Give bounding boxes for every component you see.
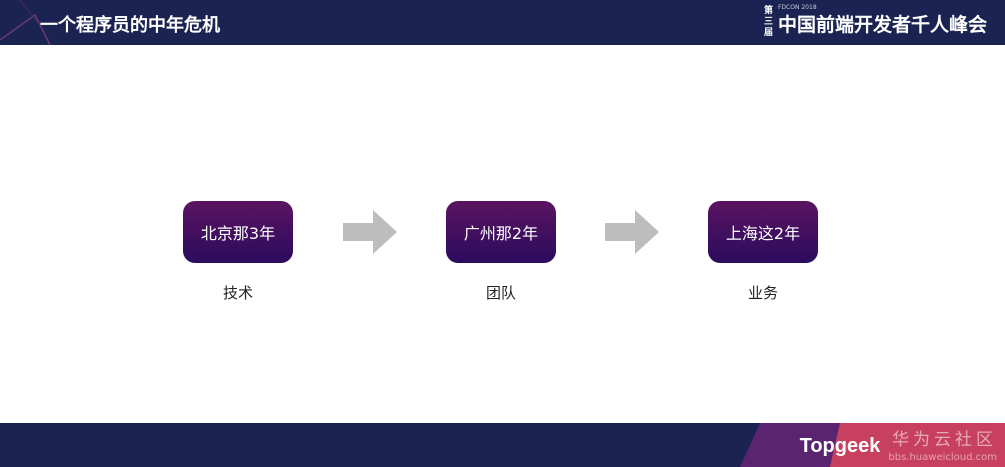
conference-logo: 第三届 FDCON 2018 中国前端开发者千人峰会 — [764, 4, 987, 39]
flow-label-business: 业务 — [747, 284, 778, 302]
slide-title: 一个程序员的中年危机 — [40, 15, 220, 36]
watermark-url: bbs.huaweicloud.com — [888, 451, 997, 463]
conference-tag: FDCON 2018 — [777, 4, 817, 11]
flow-label-tech: 技术 — [222, 284, 253, 302]
header-decoration — [0, 0, 51, 45]
arrow-right-icon — [605, 210, 659, 254]
conference-edition: 第三届 — [763, 6, 773, 38]
arrow-right-icon — [343, 210, 397, 254]
flow-label-team: 团队 — [485, 284, 516, 302]
flow-box-guangzhou: 广州那2年 — [446, 201, 556, 263]
flow-box-shanghai: 上海这2年 — [708, 201, 818, 263]
conference-name: 中国前端开发者千人峰会 — [777, 14, 987, 36]
slide-header: 一个程序员的中年危机 第三届 FDCON 2018 中国前端开发者千人峰会 — [0, 0, 1005, 45]
watermark-logo: Topgeek — [799, 435, 881, 457]
watermark-text-group: 华为云社区 bbs.huaweicloud.com — [888, 429, 997, 464]
conference-text: FDCON 2018 中国前端开发者千人峰会 — [778, 4, 987, 37]
footer-decoration — [740, 423, 1005, 467]
watermark-text: 华为云社区 — [892, 429, 997, 450]
watermark: Topgeek 华为云社区 bbs.huaweicloud.com — [800, 425, 997, 467]
flow-box-beijing: 北京那3年 — [183, 201, 293, 263]
slide-footer — [0, 423, 1005, 467]
